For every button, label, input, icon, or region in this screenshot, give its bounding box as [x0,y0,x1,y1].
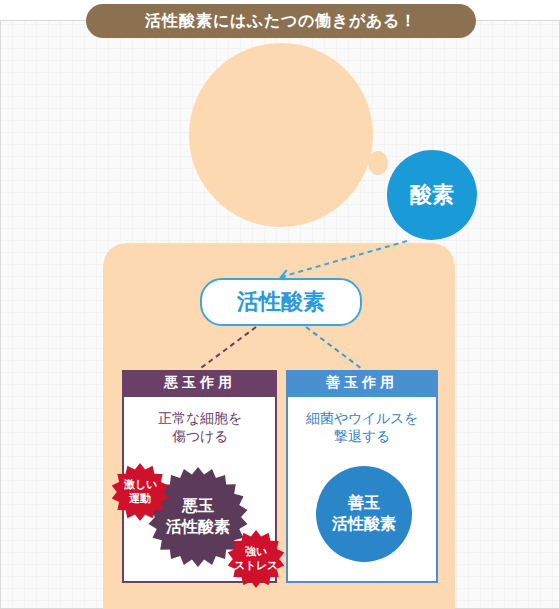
good-ros-circle: 善玉 活性酸素 [316,466,412,562]
ear [368,151,388,175]
dashed-connector [200,327,257,369]
panel-body: 正常な細胞を 傷つける [135,409,265,445]
burst-outline [228,530,285,588]
good-action-panel: 善玉作用細菌やウイルスを 撃退する善玉 活性酸素 [286,370,438,583]
stress-burst: 強い ストレス [227,530,285,588]
node-label: 激しい 運動 [119,478,161,507]
panel-body: 細菌やウイルスを 撃退する [292,409,432,445]
panel-header: 善玉作用 [286,370,438,397]
title-banner: 活性酸素にはふたつの働きがある！ [86,4,476,38]
node-label: 悪玉 活性酸素 [162,496,234,538]
panel-header: 悪玉作用 [122,370,277,397]
panel [1,21,560,609]
torso [103,243,455,609]
head [189,43,373,227]
exercise-burst: 激しい 運動 [111,463,169,521]
oxygen-circle: 酸素 [387,150,477,240]
node-label: 活性酸素 [237,288,325,317]
dashed-connector [281,241,407,280]
node-label: 強い ストレス [233,545,279,574]
grid [1,21,559,608]
node-label: 善玉 活性酸素 [328,493,400,535]
burst-outline [112,463,169,521]
dashed-connector [306,327,362,369]
node-label: 酸素 [410,181,454,210]
title-text: 活性酸素にはふたつの働きがある！ [145,11,417,32]
bad-action-panel: 悪玉作用正常な細胞を 傷つける悪玉 活性酸素激しい 運動強い ストレス [122,370,277,583]
ros-box: 活性酸素 [200,278,362,326]
